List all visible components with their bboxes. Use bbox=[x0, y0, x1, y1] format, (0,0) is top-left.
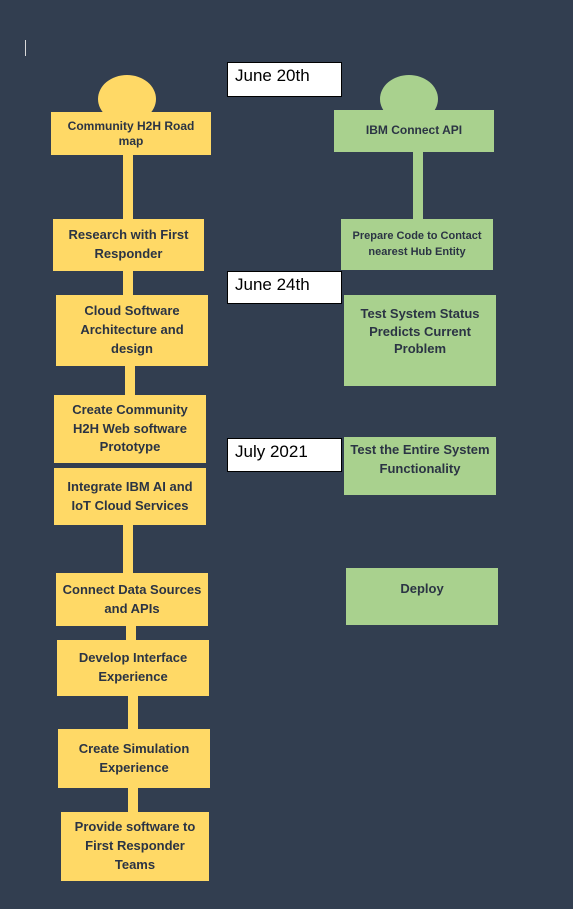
right-start-label: IBM Connect API bbox=[365, 123, 463, 138]
left-connector-4 bbox=[123, 524, 133, 574]
right-step-2: Test System Status Predicts Current Prob… bbox=[344, 295, 496, 386]
left-step-label: Integrate IBM AI and IoT Cloud Services bbox=[67, 478, 193, 513]
left-connector-6 bbox=[128, 696, 138, 730]
right-start-box: IBM Connect API bbox=[334, 110, 494, 152]
date-text: June 20th bbox=[235, 66, 310, 85]
left-step-label: Connect Data Sources and APIs bbox=[62, 581, 202, 616]
left-step-4: Integrate IBM AI and IoT Cloud Services bbox=[54, 468, 206, 525]
left-connector-1 bbox=[123, 154, 133, 220]
date-label-july-2021: July 2021 bbox=[227, 438, 342, 472]
left-start-label: Community H2H Road map bbox=[67, 118, 195, 148]
left-step-6: Develop Interface Experience bbox=[57, 640, 209, 696]
left-connector-3 bbox=[125, 365, 135, 395]
date-label-june-20: June 20th bbox=[227, 62, 342, 97]
left-step-1: Research with First Responder bbox=[53, 219, 204, 271]
left-step-label: Research with First Responder bbox=[68, 227, 189, 261]
right-step-label: Deploy bbox=[400, 581, 444, 596]
left-connector-7 bbox=[128, 787, 138, 813]
right-connector-1 bbox=[413, 152, 423, 220]
left-step-label: Create Simulation Experience bbox=[78, 740, 190, 775]
left-step-5: Connect Data Sources and APIs bbox=[56, 573, 208, 626]
left-start-box: Community H2H Road map bbox=[51, 112, 211, 155]
right-step-4: Deploy bbox=[346, 568, 498, 625]
text-cursor bbox=[25, 40, 26, 56]
date-text: June 24th bbox=[235, 275, 310, 294]
left-step-7: Create Simulation Experience bbox=[58, 729, 210, 788]
left-connector-2 bbox=[123, 270, 133, 296]
left-step-label: Provide software to First Responder Team… bbox=[74, 819, 196, 872]
date-label-june-24: June 24th bbox=[227, 271, 342, 304]
right-step-label: Prepare Code to Contact nearest Hub Enti… bbox=[352, 229, 482, 258]
right-step-label: Test System Status Predicts Current Prob… bbox=[360, 306, 480, 357]
left-step-label: Create Community H2H Web software Protot… bbox=[72, 401, 188, 455]
left-step-8: Provide software to First Responder Team… bbox=[61, 812, 209, 881]
left-connector-5 bbox=[126, 626, 136, 640]
date-text: July 2021 bbox=[235, 442, 308, 461]
right-step-3: Test the Entire System Functionality bbox=[344, 437, 496, 495]
right-step-1: Prepare Code to Contact nearest Hub Enti… bbox=[341, 219, 493, 270]
left-step-label: Develop Interface Experience bbox=[78, 650, 188, 684]
right-step-label: Test the Entire System Functionality bbox=[350, 442, 490, 476]
left-step-2: Cloud Software Architecture and design bbox=[56, 295, 208, 366]
left-step-label: Cloud Software Architecture and design bbox=[80, 303, 184, 356]
left-step-3: Create Community H2H Web software Protot… bbox=[54, 395, 206, 463]
